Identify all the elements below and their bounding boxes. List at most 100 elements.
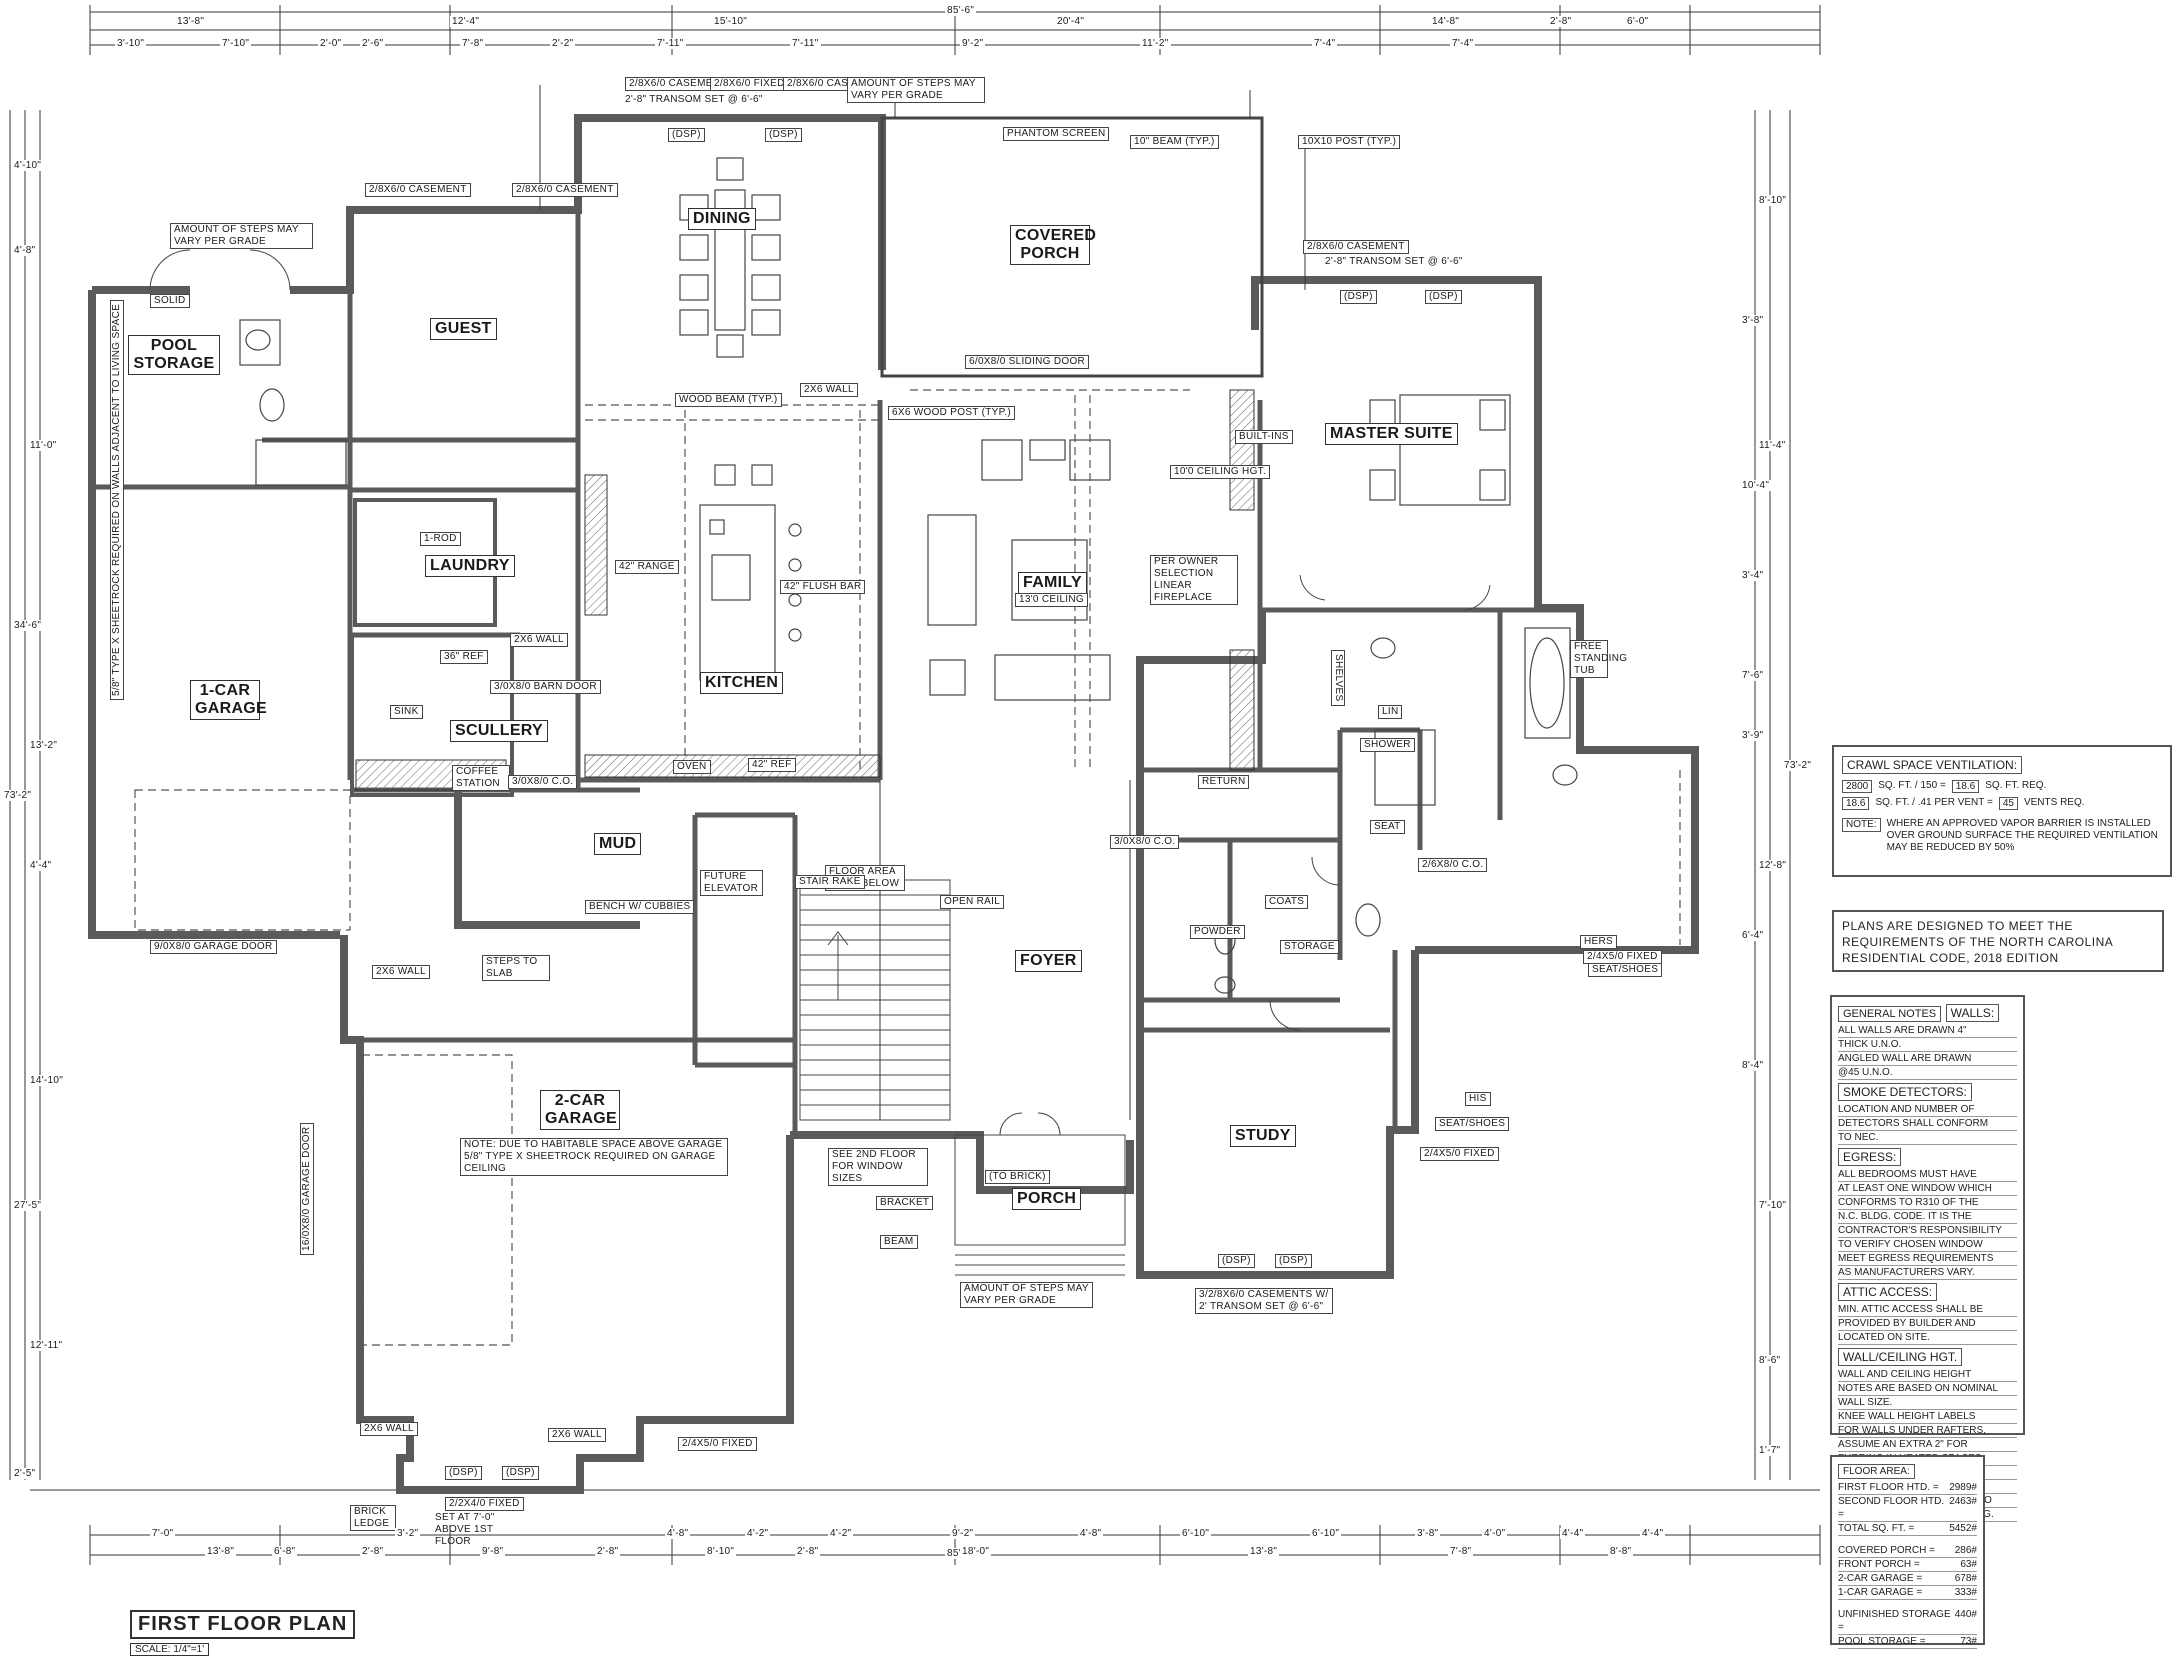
fireplace-note: PER OWNER SELECTION LINEAR FIREPLACE	[1150, 555, 1238, 605]
dim-right: 12'-8"	[1757, 860, 1789, 871]
note-line: AS MANUFACTURERS VARY.	[1838, 1266, 2017, 1280]
kitchen-island	[699, 464, 802, 681]
beam-note: 10" BEAM (TYP.)	[1130, 135, 1219, 149]
dim-top: 2'-2"	[550, 38, 576, 49]
area-label: FRONT PORCH =	[1838, 1559, 1920, 1570]
dim-left: 27'-5"	[12, 1200, 44, 1211]
builtin-right-a	[1229, 389, 1255, 511]
phantom-screen-note: PHANTOM SCREEN	[1003, 127, 1110, 141]
dim-left: 13'-2"	[28, 740, 60, 751]
family-ceiling-note: 13'0 CEILING	[1015, 593, 1088, 607]
dim-bottom: 7'-8"	[1448, 1546, 1474, 1557]
area-label: 1-CAR GARAGE =	[1838, 1587, 1923, 1598]
dim-top: 2'-6"	[360, 38, 386, 49]
dsp-label: (DSP)	[765, 128, 802, 142]
seat-shoes-label: SEAT/SHOES	[1588, 963, 1663, 977]
area-row: COVERED PORCH =286#	[1838, 1544, 1977, 1558]
bracket-note: BRACKET	[876, 1196, 934, 1210]
coats-label: COATS	[1265, 895, 1309, 909]
oven-note: OVEN	[673, 760, 711, 774]
dim-right: 8'-4"	[1740, 1060, 1766, 1071]
note-line: CONFORMS TO R310 OF THE	[1838, 1196, 2017, 1210]
ref-note: 36" REF	[440, 650, 488, 664]
ceiling-height-note: 10'0 CEILING HGT.	[1170, 465, 1271, 479]
bath-fixtures	[239, 319, 1578, 994]
bench-note: BENCH W/ CUBBIES	[585, 900, 695, 914]
crawl-space-panel: CRAWL SPACE VENTILATION: 2800 SQ. FT. / …	[1832, 745, 2172, 877]
dim-right: 6'-4"	[1740, 930, 1766, 941]
powder-label: POWDER	[1190, 925, 1245, 939]
dsp-label: (DSP)	[1340, 290, 1377, 304]
egress-heading: EGRESS:	[1838, 1148, 1902, 1166]
room-label-guest: GUEST	[430, 318, 497, 340]
dim-bottom: 4'-2"	[828, 1528, 854, 1539]
crawl-line-1: 2800 SQ. FT. / 150 = 18.6 SQ. FT. REQ.	[1842, 780, 2162, 793]
dim-bottom: 3'-8"	[1415, 1528, 1441, 1539]
area-row: FIRST FLOOR HTD. =2989#	[1838, 1481, 1977, 1495]
area-row: POOL STORAGE =73#	[1838, 1635, 1977, 1649]
dsp-label: (DSP)	[502, 1466, 539, 1480]
solid-door-label: SOLID	[150, 294, 190, 308]
steps-note: AMOUNT OF STEPS MAY VARY PER GRADE	[170, 223, 313, 249]
master-bed	[1369, 394, 1511, 506]
note-line: ALL WALLS ARE DRAWN 4"	[1838, 1024, 2017, 1038]
built-ins-note: BUILT-INS	[1235, 430, 1293, 444]
note-line: FOR WALLS UNDER RAFTERS,	[1838, 1424, 2017, 1438]
dim-top: 2'-8"	[1548, 16, 1574, 27]
window-tag: 2/2X4/0 FIXED	[445, 1497, 524, 1511]
dsp-label: (DSP)	[1425, 290, 1462, 304]
crawl-note-label: NOTE:	[1842, 818, 1881, 832]
dim-right: 3'-9"	[1740, 730, 1766, 741]
transom-note: 2'-8" TRANSOM SET @ 6'-6"	[1325, 256, 1463, 267]
dsp-label: (DSP)	[445, 1466, 482, 1480]
note-line: PROVIDED BY BUILDER AND	[1838, 1317, 2017, 1331]
coffee-station-note: COFFEE STATION	[452, 765, 510, 791]
room-label-master-suite: MASTER SUITE	[1325, 423, 1458, 445]
dim-right: 10'-4"	[1740, 480, 1772, 491]
window-tag: 2/4X5/0 FIXED	[678, 1437, 757, 1451]
smoke-heading: SMOKE DETECTORS:	[1838, 1083, 1972, 1101]
dim-bottom: 13'-8"	[1248, 1546, 1280, 1557]
crawl-note: NOTE: WHERE AN APPROVED VAPOR BARRIER IS…	[1842, 818, 2162, 854]
area-label: UNFINISHED STORAGE =	[1838, 1609, 1951, 1633]
room-label-dining: DINING	[688, 208, 756, 230]
dim-bottom: 4'-4"	[1640, 1528, 1666, 1539]
area-value: 73#	[1960, 1636, 1977, 1647]
interior-walls	[92, 118, 1580, 1135]
dim-left: 4'-4"	[28, 860, 54, 871]
note-line: LOCATED ON SITE.	[1838, 1331, 2017, 1345]
sheetrock-wall-note: 5/8" TYPE X SHEETROCK REQUIRED ON WALLS …	[110, 299, 124, 700]
dim-top: 7'-11"	[790, 38, 821, 49]
room-label-scullery: SCULLERY	[450, 720, 549, 742]
area-row: FRONT PORCH =63#	[1838, 1558, 1977, 1572]
note-line: N.C. BLDG. CODE. IT IS THE	[1838, 1210, 2017, 1224]
dim-top: 11'-2"	[1140, 38, 1171, 49]
transom-note: 2'-8" TRANSOM SET @ 6'-6"	[625, 94, 763, 105]
note-line: ASSUME AN EXTRA 2" FOR	[1838, 1438, 2017, 1452]
room-label-porch: PORCH	[1012, 1188, 1082, 1210]
dashed-outlines	[134, 389, 1681, 1346]
note-line: LOCATION AND NUMBER OF	[1838, 1103, 2017, 1117]
dim-right: 7'-10"	[1757, 1200, 1789, 1211]
walls-heading: WALLS:	[1945, 1004, 2000, 1022]
area-row: 2-CAR GARAGE =678#	[1838, 1572, 1977, 1586]
stair-rake-note: STAIR RAKE	[795, 875, 865, 889]
door-tag: 3/0X8/0 C.O.	[508, 775, 578, 789]
room-label-family: FAMILY	[1018, 572, 1087, 594]
sliding-door-note: 6/0X8/0 SLIDING DOOR	[965, 355, 1090, 369]
his-label: HIS	[1465, 1092, 1491, 1106]
dsp-label: (DSP)	[1218, 1254, 1255, 1268]
second-floor-note: SEE 2ND FLOOR FOR WINDOW SIZES	[828, 1148, 928, 1186]
dim-bottom: 4'-0"	[1482, 1528, 1508, 1539]
brick-ledge-note: BRICK LEDGE	[350, 1505, 396, 1531]
barn-door-note: 3/0X8/0 BARN DOOR	[490, 680, 601, 694]
dim-top: 15'-10"	[712, 16, 750, 27]
wall-note: 2X6 WALL	[360, 1422, 418, 1436]
wall-note: 2X6 WALL	[510, 633, 568, 647]
note-line: MIN. ATTIC ACCESS SHALL BE	[1838, 1303, 2017, 1317]
general-notes-panel: GENERAL NOTES WALLS: ALL WALLS ARE DRAWN…	[1830, 995, 2025, 1522]
room-label-kitchen: KITCHEN	[700, 672, 784, 694]
dim-top: 2'-0"	[318, 38, 344, 49]
range-note: 42" RANGE	[615, 560, 679, 574]
floor-area-panel: FLOOR AREA: FIRST FLOOR HTD. =2989# SECO…	[1830, 1455, 1985, 1649]
